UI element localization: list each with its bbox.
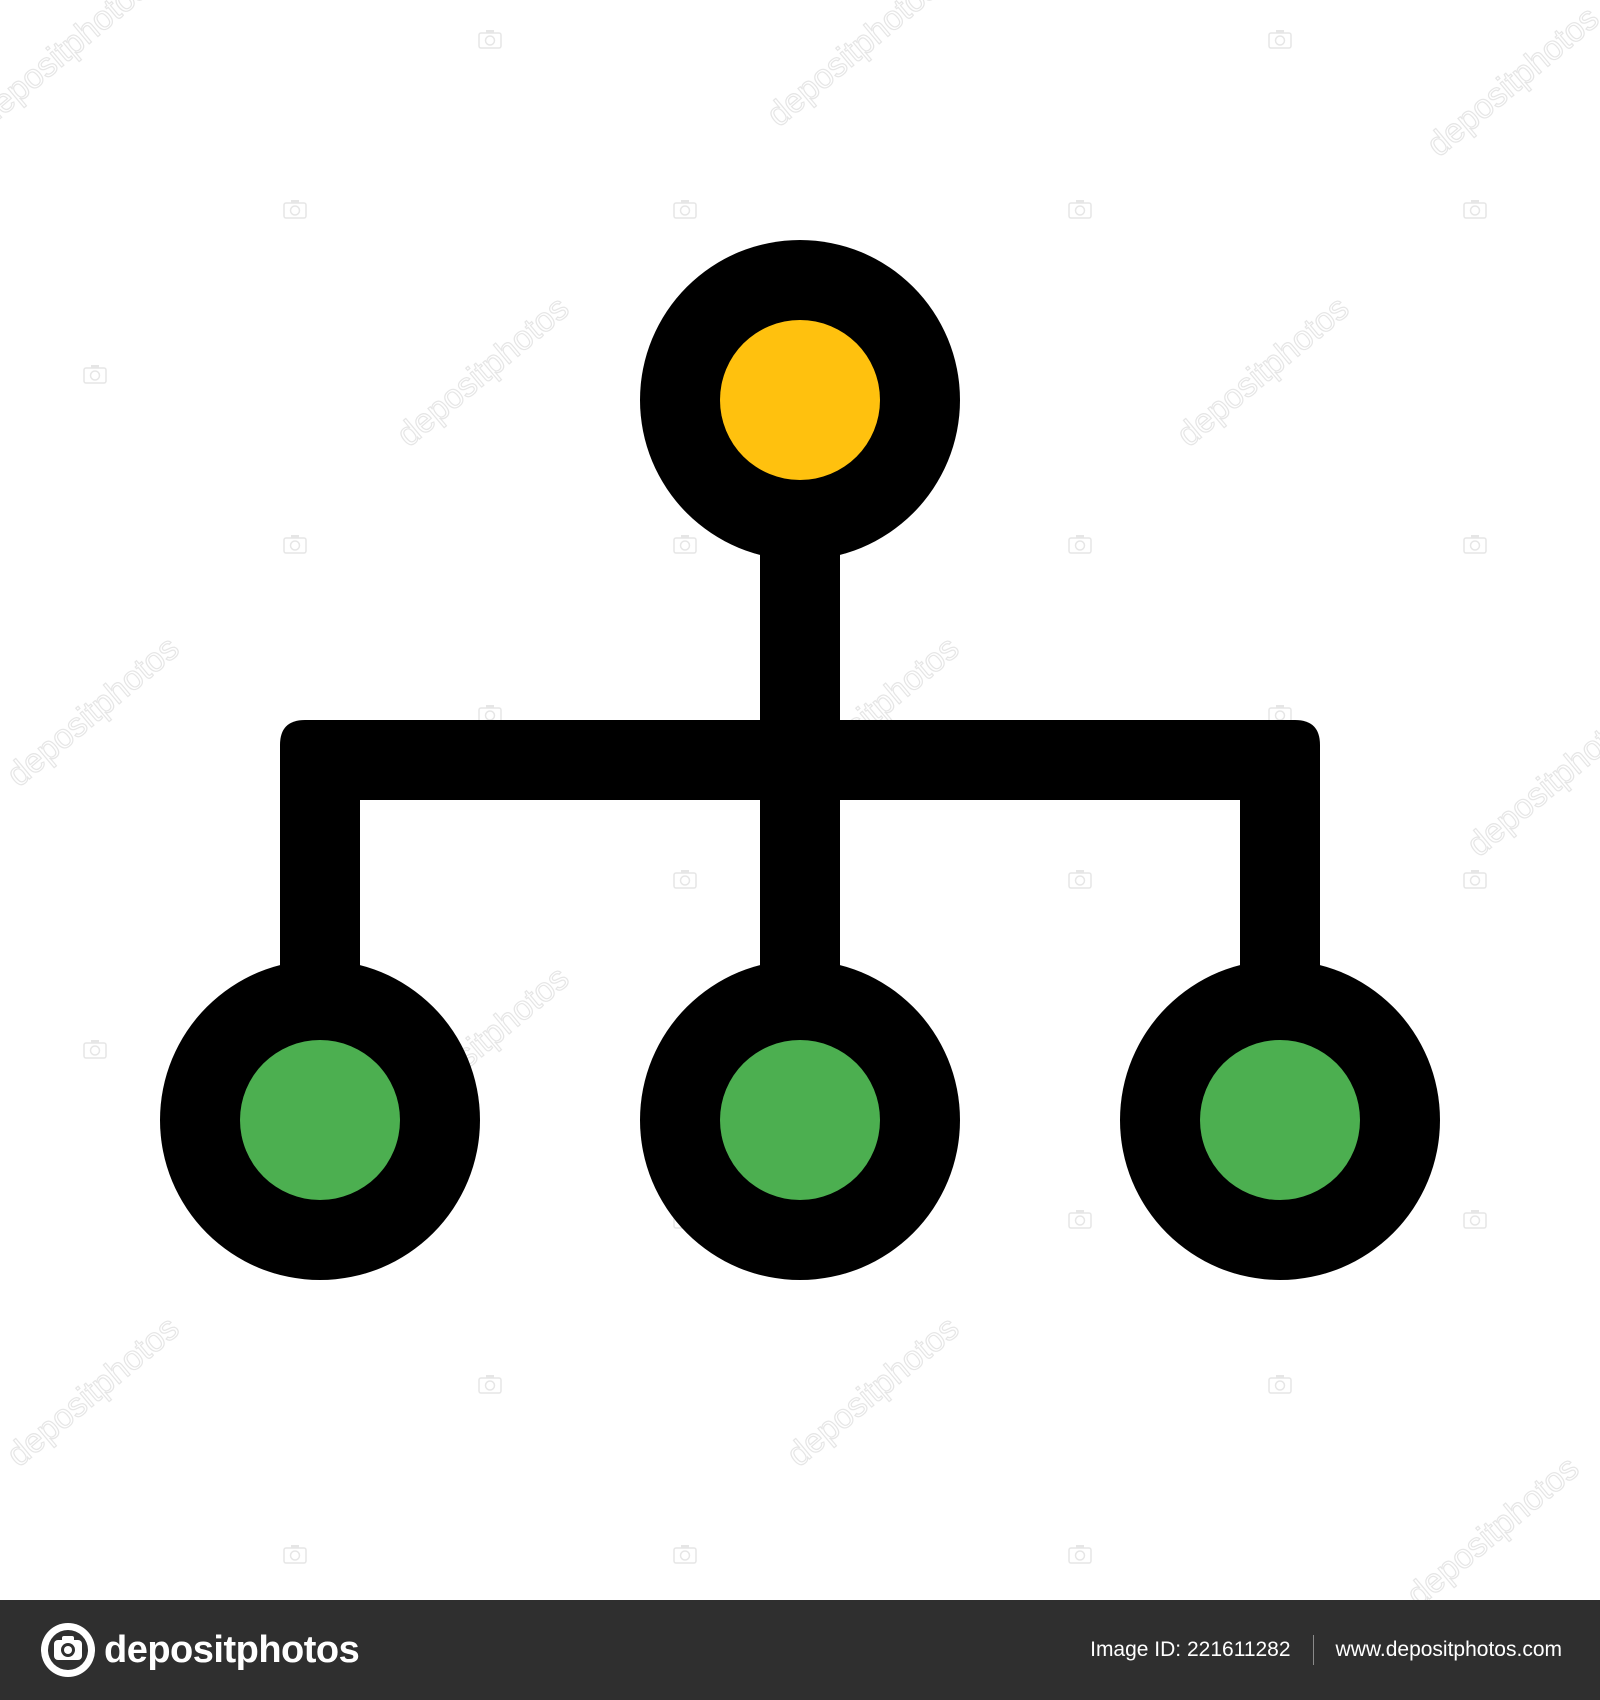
connector-lines xyxy=(280,530,1320,980)
depositphotos-logo-icon xyxy=(41,1623,95,1677)
logo-text: depositphotos xyxy=(104,1629,360,1671)
connector-left-drop xyxy=(280,780,360,980)
node-child-left-fill xyxy=(240,1040,400,1200)
image-id-label: Image ID: 221611282 xyxy=(1090,1638,1291,1661)
connector-root-stem xyxy=(760,530,840,730)
node-root-fill xyxy=(720,320,880,480)
connector-horizontal-bar xyxy=(280,720,1320,800)
node-root xyxy=(640,240,960,560)
footer-bar: depositphotos Image ID: 221611282 www.de… xyxy=(0,1600,1600,1700)
connector-center-drop xyxy=(760,780,840,980)
node-child-center xyxy=(640,960,960,1280)
node-child-center-fill xyxy=(720,1040,880,1200)
depositphotos-logo[interactable]: depositphotos xyxy=(40,1622,400,1678)
site-url-link[interactable]: www.depositphotos.com xyxy=(1335,1638,1562,1661)
footer-info: Image ID: 221611282 www.depositphotos.co… xyxy=(1090,1600,1562,1700)
connector-right-drop xyxy=(1240,780,1320,980)
hierarchy-diagram xyxy=(160,240,1440,1280)
node-child-right-fill xyxy=(1200,1040,1360,1200)
node-child-left xyxy=(160,960,480,1280)
footer-divider xyxy=(1312,1635,1314,1665)
node-child-right xyxy=(1120,960,1440,1280)
